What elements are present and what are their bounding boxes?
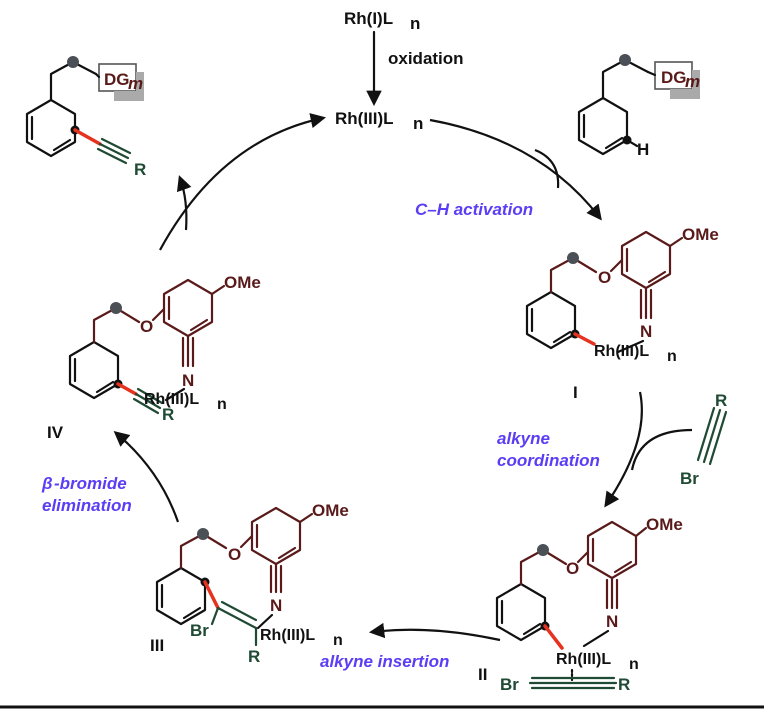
substrate-entry-arrow: [534, 148, 560, 189]
label-I: I: [573, 383, 578, 402]
svg-text:R: R: [715, 391, 727, 410]
substrate-benzene-ring: [577, 96, 629, 156]
svg-text:Br: Br: [680, 469, 699, 488]
beta-bromide-label: β -bromide: [41, 474, 127, 493]
svg-text:-bromide: -bromide: [54, 474, 127, 493]
dg-label: DG: [661, 68, 687, 87]
svg-text:N: N: [640, 322, 652, 341]
ring: [155, 566, 207, 626]
svg-text:R: R: [248, 647, 260, 666]
svg-text:n: n: [413, 114, 423, 133]
intermediate-II: O OMe N Rh(III)L n Br R II: [478, 515, 683, 694]
rh1-label: Rh(I)L: [344, 9, 393, 28]
new-csp-bond: [73, 128, 102, 146]
anisole-ring: [250, 506, 302, 566]
label-II: II: [478, 665, 487, 684]
svg-text:Rh(III)L: Rh(III)L: [594, 343, 649, 360]
svg-text:N: N: [182, 371, 194, 390]
product-r-label: R: [134, 160, 146, 179]
svg-text:Rh(III)L: Rh(III)L: [260, 627, 315, 644]
svg-text:R: R: [618, 675, 630, 694]
dg-label: DG: [104, 70, 130, 89]
linker-dot: [67, 56, 79, 68]
svg-text:n: n: [629, 656, 639, 673]
intermediate-III: O OMe N Br R Rh(III)L n III: [150, 501, 349, 666]
svg-text:O: O: [140, 317, 153, 336]
substrate-h-label: H: [637, 140, 649, 159]
label-III: III: [150, 636, 164, 655]
svg-text:OMe: OMe: [312, 501, 349, 520]
svg-text:Rh(III)L: Rh(III)L: [144, 391, 199, 408]
alkyne-insertion-label: alkyne insertion: [320, 652, 449, 671]
svg-text:n: n: [217, 396, 227, 413]
cycle-arc-regeneration: [159, 113, 327, 251]
rh3-label: Rh(III)L: [335, 109, 394, 128]
svg-text:OMe: OMe: [682, 225, 719, 244]
active-catalyst: Rh(III)L n: [335, 109, 423, 133]
svg-text:OMe: OMe: [646, 515, 683, 534]
cycle-arc-ch-activation: [429, 118, 602, 221]
svg-text:m: m: [128, 74, 143, 93]
alkyne-coordination-label-1: alkyne: [497, 429, 550, 448]
svg-text:β: β: [41, 474, 53, 493]
svg-text:OMe: OMe: [224, 273, 261, 292]
svg-text:Rh(III)L: Rh(III)L: [556, 651, 611, 668]
anisole-ring: [162, 278, 214, 338]
bromoalkyne-reagent: R Br: [680, 391, 727, 488]
svg-text:n: n: [667, 348, 677, 365]
svg-text:N: N: [606, 612, 618, 631]
intermediate-I: O OMe N Rh(III)L n I: [525, 225, 719, 402]
svg-text:Br: Br: [500, 675, 519, 694]
elimination-label: elimination: [42, 496, 132, 515]
intermediate-IV: O OMe N R Rh(III)L n IV: [47, 273, 261, 442]
substrate-structure: DG m H: [577, 54, 700, 159]
svg-text:N: N: [270, 596, 282, 615]
label-IV: IV: [47, 423, 64, 442]
cycle-arc-insertion: [368, 622, 501, 642]
cycle-arc-coordination: [604, 391, 643, 508]
svg-text:m: m: [685, 72, 700, 91]
svg-text:n: n: [410, 14, 420, 33]
oxidation-label: oxidation: [388, 49, 464, 68]
product-benzene-ring: [25, 98, 77, 158]
svg-text:Br: Br: [190, 621, 209, 640]
ring: [68, 340, 120, 400]
cycle-arc-elimination: [113, 431, 180, 523]
anisole-ring: [620, 230, 672, 290]
ring: [525, 290, 577, 350]
product-release-arrow: [176, 175, 192, 231]
svg-text:n: n: [333, 632, 343, 649]
svg-text:O: O: [228, 545, 241, 564]
alkyne-coordination-label-2: coordination: [497, 451, 600, 470]
ch-activation-label: C–H activation: [415, 200, 533, 219]
linker-dot: [619, 54, 631, 66]
svg-text:O: O: [566, 559, 579, 578]
alkyne-entry-arrow: [630, 428, 693, 471]
anisole-ring: [586, 520, 638, 580]
svg-text:O: O: [598, 268, 611, 287]
svg-text:R: R: [162, 405, 174, 424]
product-structure: DG m R: [25, 56, 146, 179]
ring: [495, 582, 547, 642]
catalyst-precursor: Rh(I)L n: [344, 9, 420, 33]
